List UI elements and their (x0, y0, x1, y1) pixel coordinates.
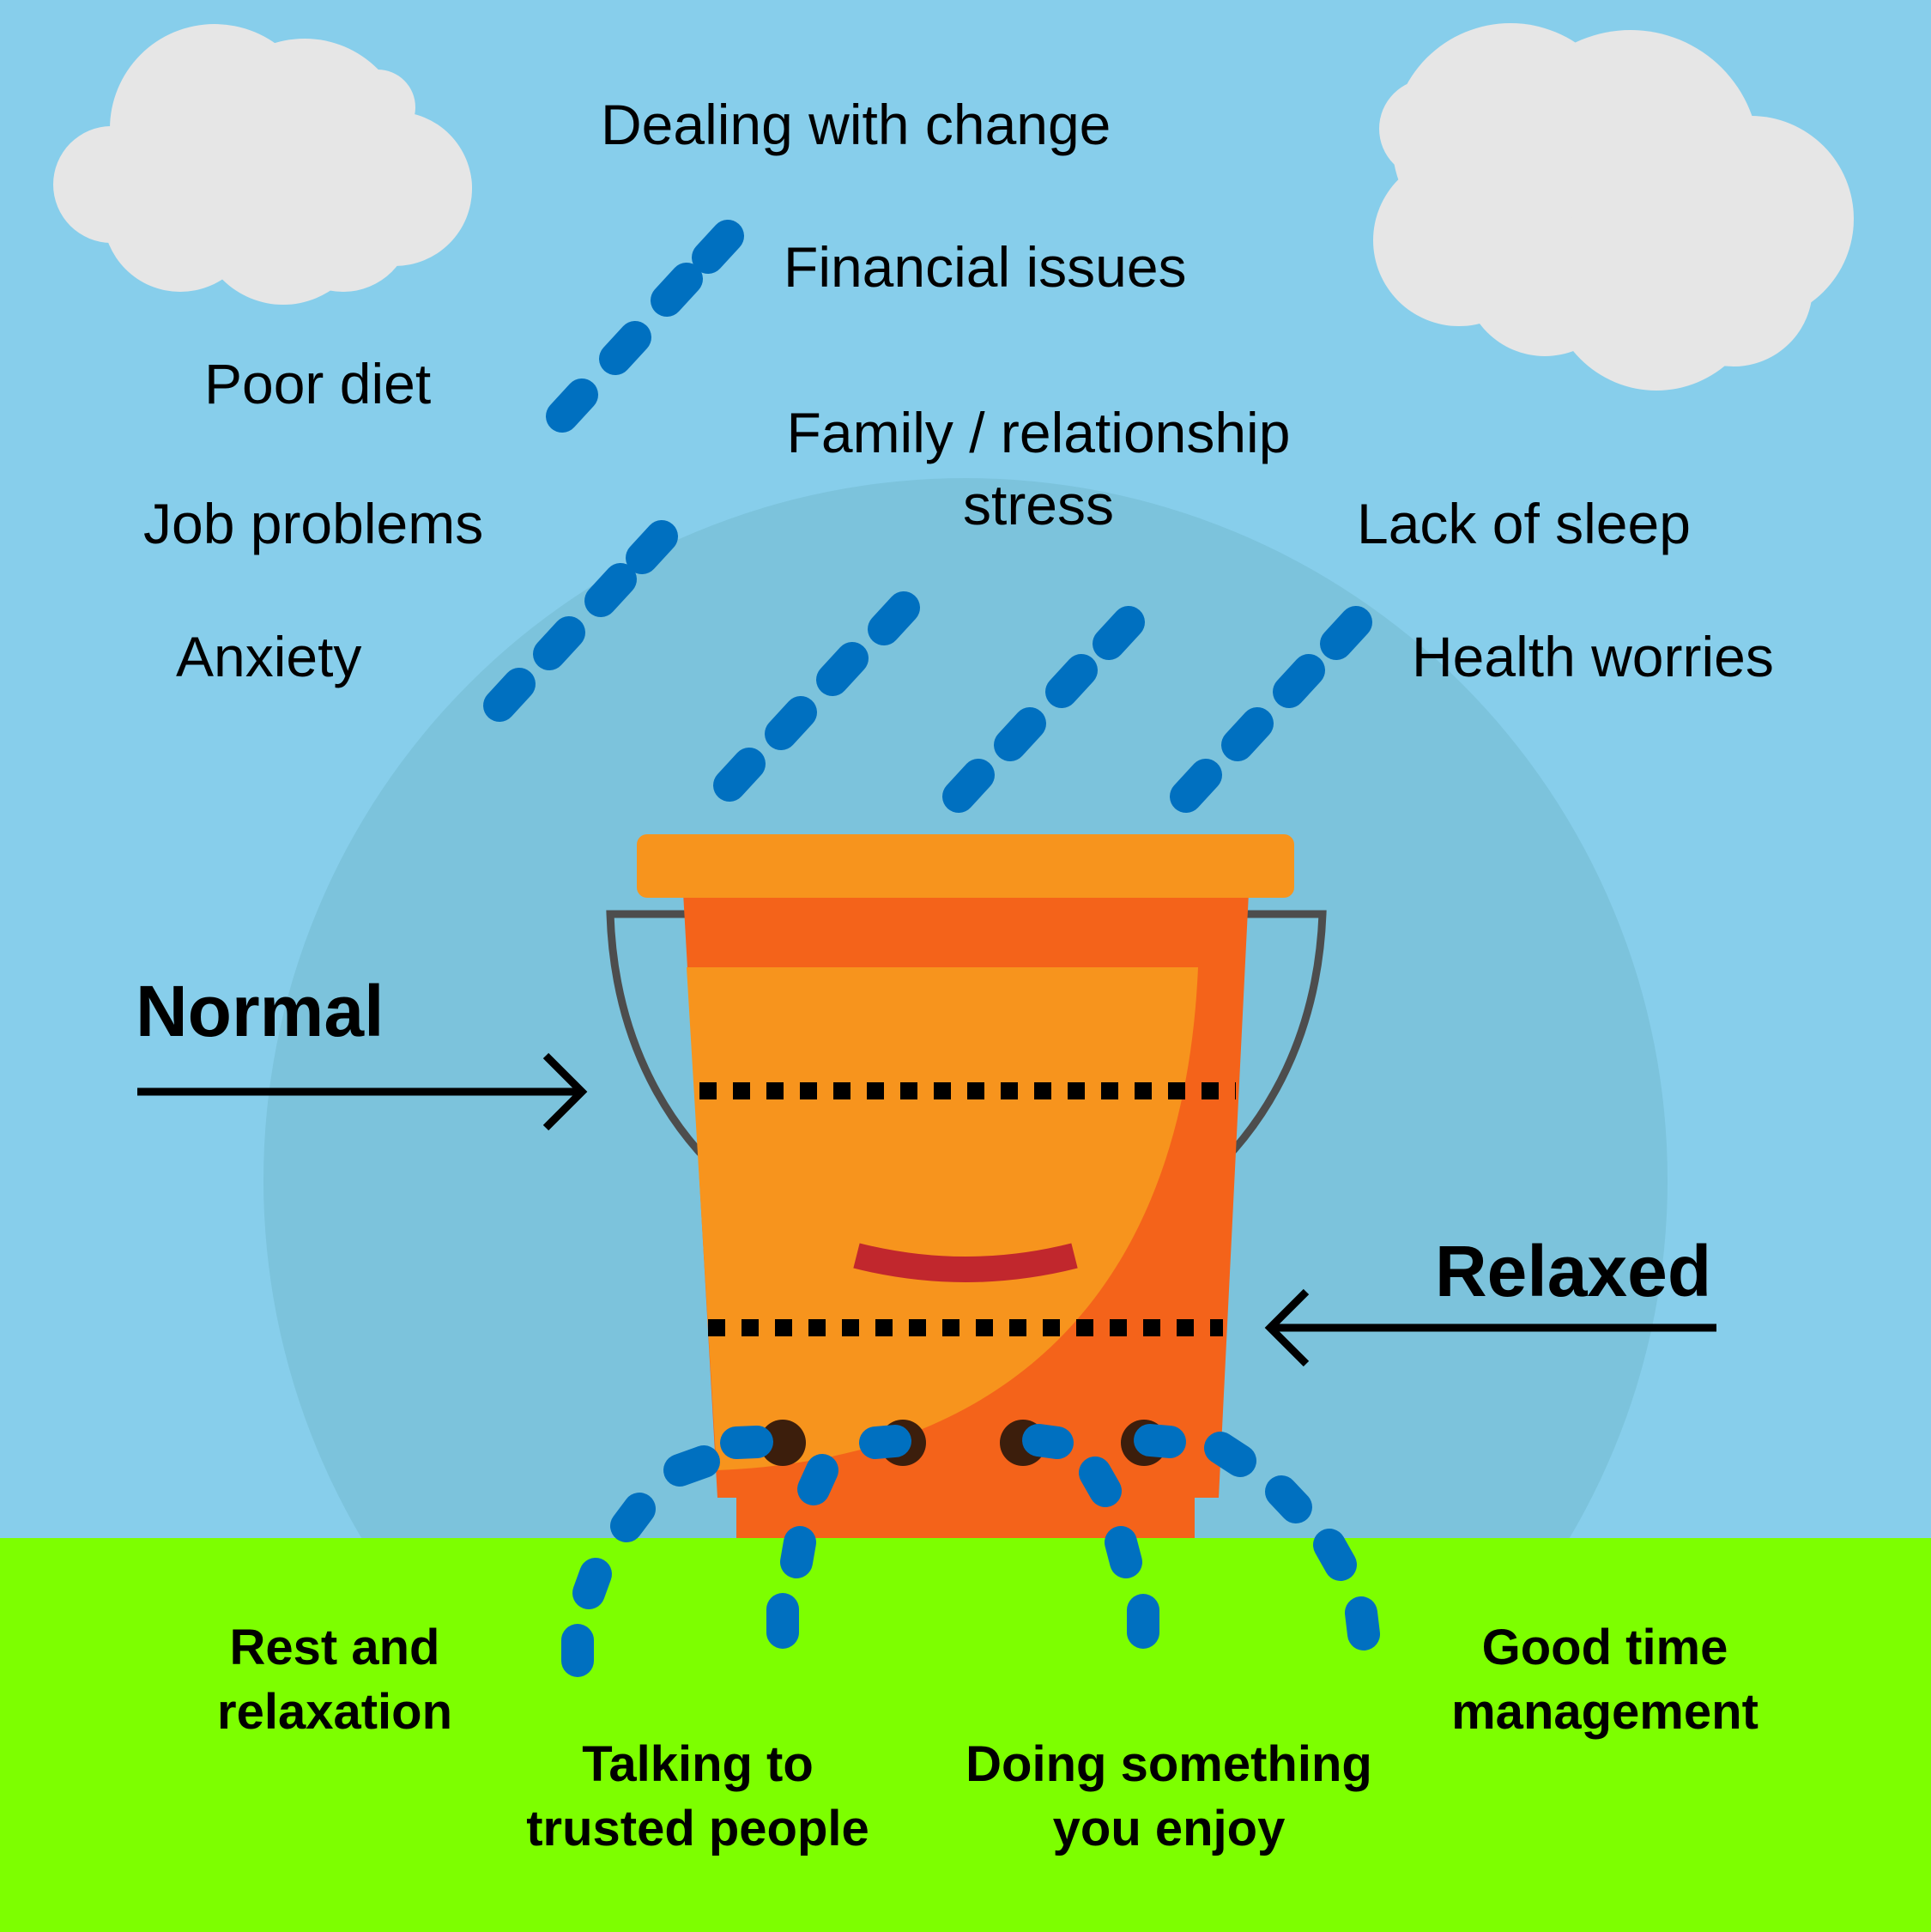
rain-drop (546, 379, 598, 433)
coping-time-line2: management (1451, 1684, 1758, 1740)
stressor-family-line2: stress (962, 473, 1115, 536)
drain-drop (1265, 1475, 1312, 1523)
rain-drop (1170, 759, 1222, 813)
stressor-job-problems: Job problems (143, 492, 484, 555)
drain-drop (780, 1526, 816, 1578)
drain-drops (561, 1424, 1380, 1677)
drain-drop (663, 1445, 720, 1487)
coping-time-line1: Good time (1481, 1620, 1728, 1675)
coping-talking-line2: trusted people (526, 1801, 869, 1856)
cloud-left (53, 24, 472, 305)
level-relaxed-label: Relaxed (1435, 1231, 1712, 1311)
rain-drop (626, 520, 678, 574)
rain-drop (651, 263, 703, 317)
coping-doing-something-you-enjoy: Doing something you enjoy (937, 1732, 1401, 1861)
coping-talking-line1: Talking to (582, 1736, 814, 1792)
coping-doing-line1: Doing something (966, 1736, 1372, 1792)
rain-drop (816, 642, 869, 696)
drain-drop (1105, 1526, 1142, 1578)
handle-grip (853, 1243, 1078, 1282)
drain-drop (1022, 1424, 1074, 1459)
coping-rest-line1: Rest and (229, 1620, 440, 1675)
stressor-health-worries: Health worries (1412, 625, 1774, 688)
rain-drop (533, 616, 585, 670)
stressor-financial-issues: Financial issues (784, 235, 1187, 299)
grass-ground (0, 1538, 1931, 1932)
rain-drop (692, 220, 744, 274)
drain-drop (1313, 1529, 1357, 1581)
rain-drop (713, 748, 766, 802)
bucket-rim (637, 834, 1294, 898)
rain-drop (994, 707, 1046, 761)
cloud-right (1373, 23, 1854, 391)
rain-drop (1093, 606, 1145, 660)
coping-talking-to-trusted-people: Talking to trusted people (483, 1732, 912, 1861)
stressor-poor-diet: Poor diet (204, 352, 432, 415)
stressor-dealing-with-change: Dealing with change (601, 93, 1111, 156)
drain-drop (1345, 1596, 1380, 1650)
coping-rest-line2: relaxation (217, 1684, 452, 1740)
rain-drop (1221, 707, 1274, 761)
stressor-family-relationship-stress: Family / relationship stress (755, 397, 1322, 541)
bucket-hole (760, 1420, 806, 1466)
coping-good-time-management: Good time management (1425, 1615, 1785, 1744)
rain-drop (584, 563, 637, 617)
normal-arrow (137, 1052, 588, 1131)
drain-drop (572, 1558, 612, 1609)
coping-doing-line2: you enjoy (1052, 1801, 1286, 1856)
rain-drop (599, 321, 651, 375)
stressor-family-line1: Family / relationship (786, 401, 1291, 464)
rain-drops (483, 220, 1372, 813)
coping-rest-and-relaxation: Rest and relaxation (163, 1615, 506, 1744)
relaxed-arrow (1264, 1288, 1716, 1367)
drain-drop (859, 1425, 911, 1459)
rain-drop (483, 668, 536, 722)
rain-drop (868, 591, 920, 645)
drain-drop (1079, 1457, 1122, 1507)
drain-drop (720, 1426, 773, 1459)
drain-drop (797, 1454, 838, 1505)
level-normal-label: Normal (136, 971, 384, 1051)
rain-drop (1320, 606, 1372, 660)
rain-drop (765, 696, 817, 750)
drain-drop (1134, 1424, 1186, 1458)
rain-drop (942, 759, 995, 813)
drain-drop (610, 1493, 656, 1542)
rain-drop (1045, 654, 1098, 708)
drain-drop (1204, 1432, 1256, 1477)
stressor-anxiety: Anxiety (176, 625, 362, 688)
stressor-lack-of-sleep: Lack of sleep (1357, 492, 1691, 555)
rain-drop (1273, 654, 1325, 708)
